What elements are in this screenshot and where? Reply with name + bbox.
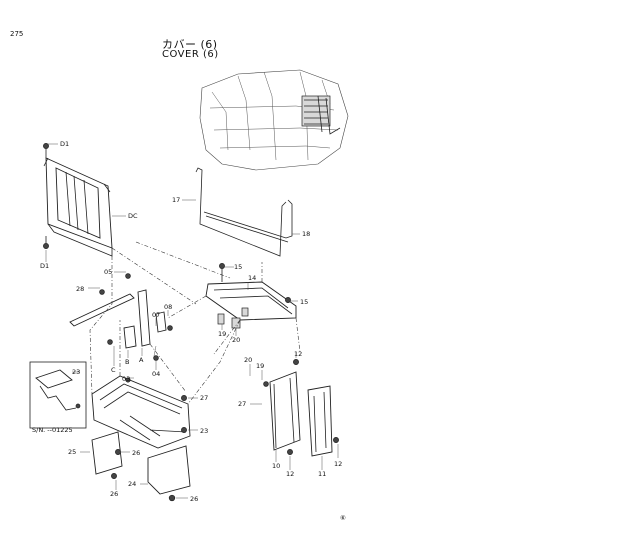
callout-18: 18: [302, 230, 310, 238]
page-number: 275: [10, 30, 24, 38]
bracket-14: [205, 263, 297, 329]
post-10: [263, 359, 301, 451]
cover-25: [91, 431, 123, 479]
callout-17: 17: [172, 196, 180, 204]
machine-outline: [199, 69, 349, 171]
callout-c: C: [111, 366, 116, 374]
callout-dc: DC: [128, 212, 138, 220]
callout-20-left: 20: [232, 336, 240, 344]
callout-24: 24: [128, 480, 136, 488]
callout-05: 05: [104, 268, 112, 276]
callout-23-inset: 23: [72, 368, 80, 376]
callout-12-right: 12: [334, 460, 342, 468]
callout-27-upper: 27: [200, 394, 208, 402]
callout-19-right: 19: [256, 362, 264, 370]
inset-detail: [29, 361, 87, 429]
callout-10: 10: [272, 462, 280, 470]
callout-11: 11: [318, 470, 326, 478]
callout-26-upper: 26: [132, 449, 140, 457]
cover-frame-dc: [43, 143, 113, 257]
callout-07: 07: [152, 311, 160, 319]
callout-12-top: 12: [294, 350, 302, 358]
callout-23-tray: 23: [200, 427, 208, 435]
callout-12-bottom: 12: [286, 470, 294, 478]
title-english: COVER (6): [162, 49, 219, 60]
callout-b: B: [125, 358, 129, 366]
callout-20-right: 20: [244, 356, 252, 364]
callout-03: 03: [122, 375, 130, 383]
callout-d1-top: D1: [60, 140, 69, 148]
rod-17: [195, 167, 287, 257]
leader-lines: [45, 143, 339, 499]
callout-28: 28: [76, 285, 84, 293]
title-japanese: カバー (6): [162, 38, 218, 51]
callout-25: 25: [68, 448, 76, 456]
callout-04: 04: [152, 370, 160, 378]
bar-28: [69, 273, 135, 327]
loop-18: [203, 199, 293, 243]
side-brackets: [107, 289, 173, 361]
inset-serial-note: S/N. --01225: [32, 426, 73, 434]
callout-15-right: 15: [300, 298, 308, 306]
callout-a: A: [139, 356, 144, 364]
cover-24: [147, 445, 191, 502]
post-11: [287, 385, 339, 457]
assembly-guides: [89, 241, 301, 405]
callout-d1-bottom: D1: [40, 262, 49, 270]
callout-19-left: 19: [218, 330, 226, 338]
callout-27-lower: 27: [238, 400, 246, 408]
footer-mark: ⑥: [340, 514, 346, 522]
callout-14: 14: [248, 274, 256, 282]
callout-15-upper: 15: [234, 263, 242, 271]
callout-26-lower: 26: [110, 490, 118, 498]
callout-26-right: 26: [190, 495, 198, 503]
callout-labels: D1 D1 DC 17 18 15 14 15 05 28 08 07 A B …: [32, 140, 346, 522]
callout-08: 08: [164, 303, 172, 311]
